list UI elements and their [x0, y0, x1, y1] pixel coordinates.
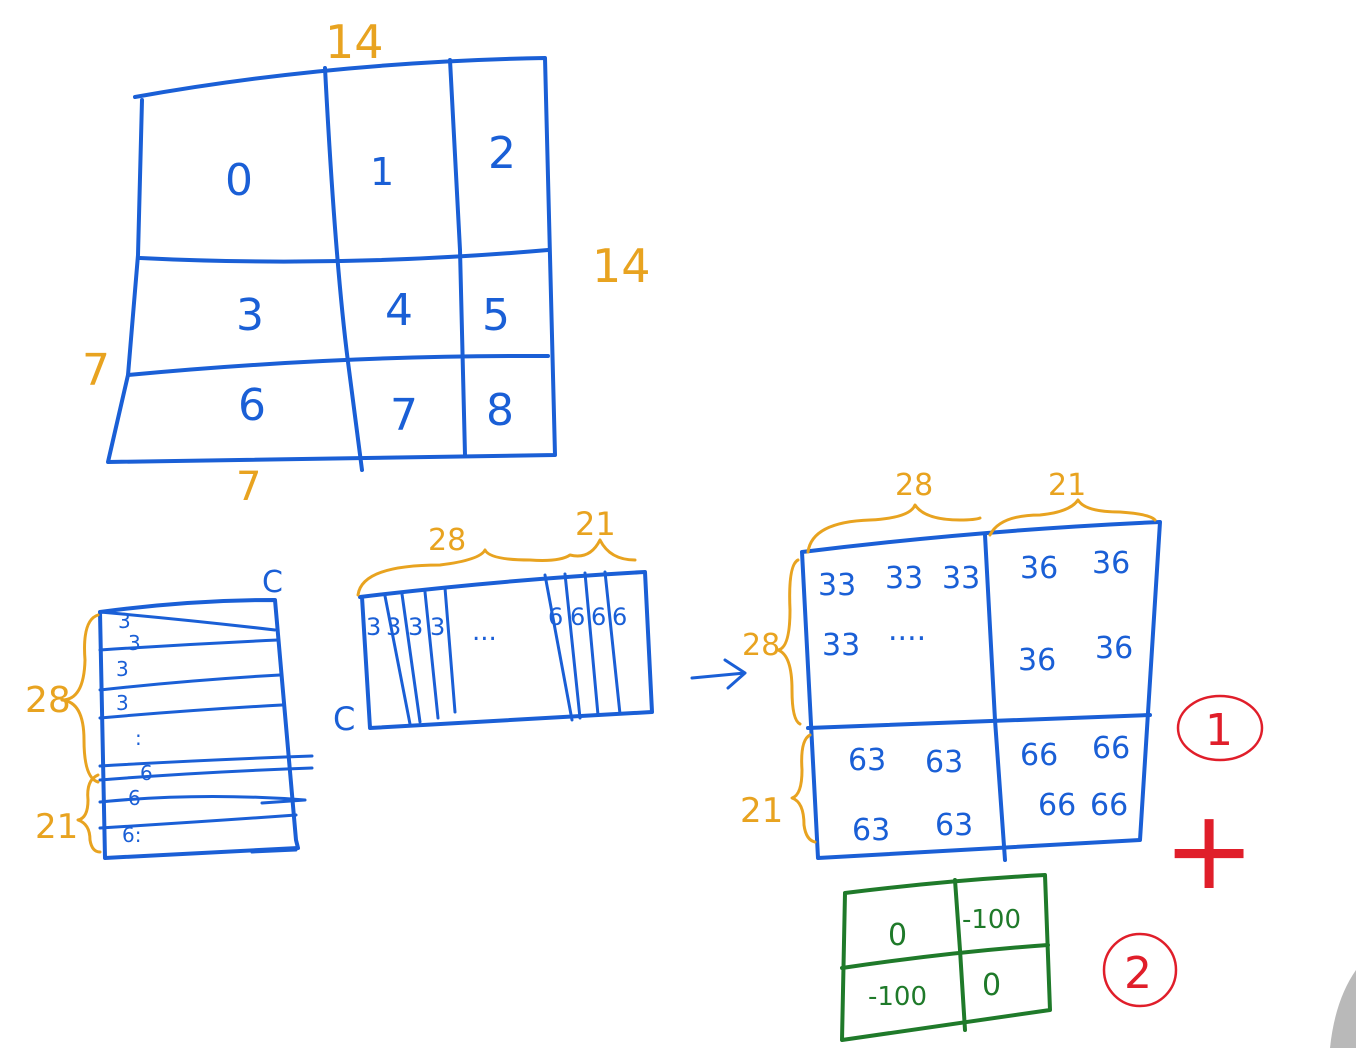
left-matrix-row-label: : — [135, 726, 142, 750]
grid-vline-2 — [448, 58, 467, 457]
result-q1-value: 33 — [822, 628, 860, 663]
middle-matrix-brace-label-right: 21 — [575, 505, 616, 543]
left-matrix-brace-label-bottom: 21 — [35, 807, 78, 847]
middle-matrix-col-lines — [383, 570, 622, 726]
mask-matrix-hline — [840, 943, 1050, 970]
result-q2-value: 36 — [1018, 643, 1056, 678]
left-matrix-top-label: C — [262, 565, 283, 600]
grid-top-label: 14 — [325, 15, 384, 69]
left-matrix-brace-bottom — [76, 773, 102, 854]
circle-two-label: 2 — [1124, 948, 1152, 999]
result-q2-value: 36 — [1092, 546, 1130, 581]
result-matrix-brace-top-left — [806, 503, 982, 554]
result-q1-value: 33 — [818, 568, 856, 603]
mask-matrix — [840, 873, 1052, 1042]
middle-matrix-brace-label-left: 28 — [428, 523, 466, 558]
left-matrix-row-label: 3 — [118, 609, 131, 633]
result-q3-value: 63 — [848, 743, 886, 778]
circle-two-outline — [1102, 932, 1178, 1008]
grid-cell-2: 2 — [488, 128, 516, 179]
result-matrix-outline — [800, 520, 1162, 860]
left-matrix-brace-label-top: 28 — [25, 680, 71, 721]
person-silhouette — [1330, 970, 1356, 1048]
left-matrix-row-label: 3 — [128, 631, 141, 655]
middle-matrix-col-label: 6 — [612, 603, 627, 631]
grid-outline — [106, 56, 557, 464]
circle-one-label: 1 — [1205, 705, 1233, 756]
left-matrix-outline — [98, 598, 300, 860]
grid-hline-1 — [138, 248, 550, 264]
middle-matrix-col-label: 3 — [430, 613, 445, 641]
result-top-left-label: 28 — [895, 468, 933, 503]
grid-cell-0: 0 — [225, 155, 253, 206]
middle-matrix-col-label: 6 — [591, 603, 606, 631]
result-q1-value: 33 — [885, 561, 923, 596]
result-q3-value: 63 — [925, 745, 963, 780]
left-matrix-row-label: 6: — [122, 823, 141, 847]
result-matrix — [776, 498, 1162, 862]
circle-one-outline — [1176, 694, 1264, 762]
grid-3x3 — [106, 56, 557, 472]
result-matrix-hline — [806, 713, 1152, 730]
middle-matrix-col-label: 3 — [386, 613, 401, 641]
middle-matrix-col-label: 6 — [570, 603, 585, 631]
grid-cell-4: 4 — [385, 285, 413, 336]
grid-bottom-label: 7 — [236, 464, 261, 510]
left-matrix-row-label: 3 — [116, 657, 129, 681]
result-matrix-brace-top-right — [988, 498, 1157, 537]
middle-matrix-col-label: 6 — [548, 603, 563, 631]
result-top-right-label: 21 — [1048, 468, 1086, 503]
grid-cell-5: 5 — [482, 290, 510, 341]
grid-cell-1: 1 — [370, 150, 394, 194]
mask-matrix-outline — [840, 873, 1052, 1042]
result-q3-value: 63 — [935, 808, 973, 843]
result-matrix-vline — [983, 533, 1007, 862]
left-matrix-row-label: 6 — [140, 761, 153, 785]
mask-cell: -100 — [962, 905, 1021, 935]
mask-cell: 0 — [982, 968, 1001, 1003]
result-q2-value: 36 — [1095, 631, 1133, 666]
grid-right-label: 14 — [592, 239, 651, 293]
grid-cell-6: 6 — [238, 380, 266, 431]
result-side-bottom-label: 21 — [740, 791, 783, 831]
arrow-right-icon — [690, 658, 747, 690]
left-matrix-row-label: 6 — [128, 786, 141, 810]
grid-vline-1 — [323, 66, 364, 472]
result-q3-value: 63 — [852, 813, 890, 848]
result-side-top-label: 28 — [742, 628, 780, 663]
middle-matrix-left-label: C — [333, 700, 355, 738]
red-annotations — [1102, 694, 1264, 1008]
result-q4-value: 66 — [1020, 738, 1058, 773]
mask-cell: -100 — [868, 982, 927, 1012]
result-q4-value: 66 — [1090, 788, 1128, 823]
left-matrix-row-label: 3 — [116, 691, 129, 715]
middle-matrix-ellipsis: ... — [472, 617, 497, 647]
plus-sign: + — [1163, 786, 1255, 914]
grid-left-label: 7 — [82, 345, 110, 396]
result-matrix-brace-side-top — [776, 558, 802, 726]
mask-matrix-vline — [953, 878, 967, 1032]
result-q1-ellipsis: .... — [888, 613, 926, 648]
result-q4-value: 66 — [1038, 788, 1076, 823]
left-matrix-brace-top — [60, 613, 100, 784]
middle-matrix-col-label: 3 — [408, 613, 423, 641]
grid-cell-3: 3 — [236, 290, 264, 341]
middle-matrix-outline — [358, 570, 654, 730]
result-q1-value: 33 — [942, 561, 980, 596]
grid-cell-7: 7 — [390, 390, 418, 441]
grid-hline-2 — [126, 353, 550, 377]
result-q4-value: 66 — [1092, 731, 1130, 766]
left-matrix — [60, 598, 314, 860]
middle-matrix-brace — [356, 538, 637, 597]
middle-matrix-col-label: 3 — [366, 613, 381, 641]
result-q2-value: 36 — [1020, 551, 1058, 586]
grid-cell-8: 8 — [486, 385, 514, 436]
middle-matrix — [356, 538, 654, 730]
left-matrix-row-lines — [98, 610, 314, 854]
result-matrix-brace-side-bottom — [790, 733, 817, 844]
mask-cell: 0 — [888, 918, 907, 953]
